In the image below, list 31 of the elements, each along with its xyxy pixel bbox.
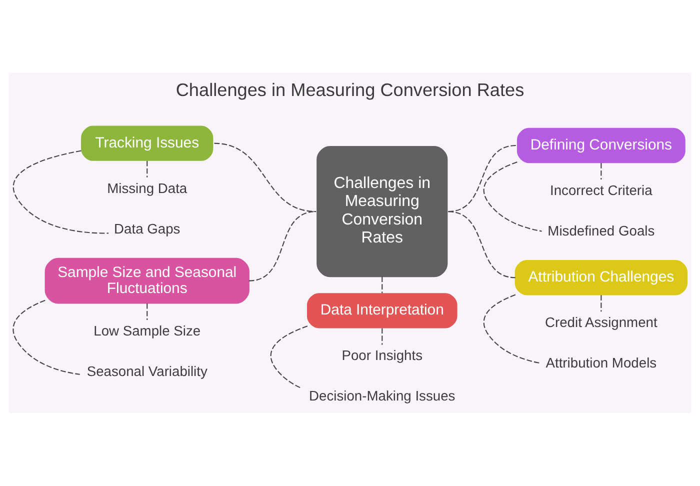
node-text: Incorrect Criteria [550,182,652,198]
connector [146,303,148,320]
diagram-title: Challenges in Measuring Conversion Rates [176,80,524,100]
node-text: Data Gaps [114,220,180,236]
connector [248,211,316,282]
connector [146,160,148,178]
connector [382,276,383,294]
connector [483,162,542,232]
connector [12,150,108,234]
connector [382,328,383,345]
node-box: Attribution Challenges [514,260,688,296]
connector [448,211,516,278]
connector [214,142,316,212]
node-text: Poor Insights [342,347,423,364]
node-text: Low Sample Size [94,322,201,339]
node-box: Tracking Issues [81,126,214,161]
node-box: Sample Size and Seasonal Fluctuations [44,258,250,304]
node-text: Credit Assignment [544,314,658,330]
connector [483,294,540,364]
node-text: Decision-Making Issues [309,388,456,404]
node-box: Defining Conversions [516,128,686,164]
node-text: Attribution Models [546,354,657,371]
connector [12,300,80,375]
connector [600,163,602,180]
node-box: Challenges in Measuring Conversion Rates [316,146,448,278]
node-box: Data Interpretation [307,293,458,328]
node-text: Seasonal Variability [86,363,208,380]
node-text: Misdefined Goals [548,222,655,238]
connector [270,326,308,389]
connector [600,295,602,312]
node-text: Missing Data [107,180,188,196]
